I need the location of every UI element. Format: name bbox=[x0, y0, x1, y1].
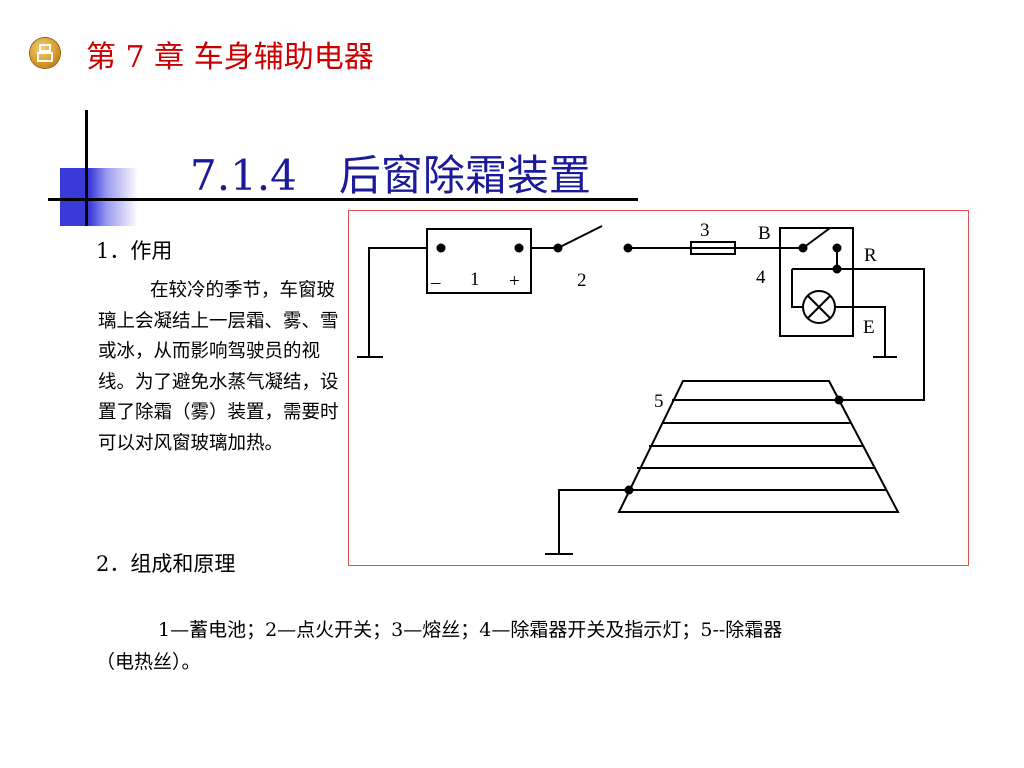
terminal-e-label: E bbox=[863, 317, 875, 338]
battery-minus-label: – bbox=[430, 272, 441, 293]
ignition-number-label: 2 bbox=[577, 270, 587, 291]
battery-ground-wire bbox=[368, 247, 427, 357]
title-deco-vertical-line bbox=[85, 110, 88, 226]
component-legend: 1—蓄电池；2—点火开关；3—熔丝；4—除霜器开关及指示灯；5--除霜器（电热丝… bbox=[96, 614, 816, 678]
title-deco-horizontal-line bbox=[48, 198, 638, 201]
battery-box bbox=[426, 228, 532, 294]
defroster-switch-blade bbox=[802, 227, 831, 249]
battery-number-label: 1 bbox=[470, 269, 480, 290]
purpose-paragraph-text: 在较冷的季节，车窗玻璃上会凝结上一层霜、雾、雪或冰，从而影响驾驶员的视线。为了避… bbox=[98, 280, 339, 454]
fuse-number-label: 3 bbox=[700, 220, 710, 241]
battery-plus-label: + bbox=[509, 271, 520, 292]
lamp-ground-wire bbox=[835, 306, 886, 357]
chapter-title: 第 7 章 车身辅助电器 bbox=[86, 40, 374, 75]
circuit-svg: – 1 + 2 3 B 4 R E 5 bbox=[357, 220, 925, 555]
title-deco-block bbox=[60, 168, 138, 226]
ignition-switch-blade bbox=[557, 225, 603, 249]
chapter-badge-icon bbox=[30, 38, 60, 68]
purpose-paragraph: 在较冷的季节，车窗玻璃上会凝结上一层霜、雾、雪或冰，从而影响驾驶员的视线。为了避… bbox=[98, 276, 350, 460]
switch-to-defroster-wire bbox=[792, 268, 925, 401]
section-title: 7.1.4 后窗除霜装置 bbox=[190, 151, 591, 200]
switch-number-label: 4 bbox=[756, 267, 766, 288]
defroster-circuit-diagram: – 1 + 2 3 B 4 R E 5 bbox=[348, 210, 969, 566]
defroster-number-label: 5 bbox=[654, 391, 664, 412]
terminal-b-label: B bbox=[758, 223, 771, 244]
composition-heading: 2．组成和原理 bbox=[96, 552, 236, 576]
component-legend-text: 1—蓄电池；2—点火开关；3—熔丝；4—除霜器开关及指示灯；5--除霜器（电热丝… bbox=[96, 619, 783, 673]
defroster-switch-box bbox=[779, 227, 854, 337]
terminal-r-label: R bbox=[864, 245, 877, 266]
purpose-heading: 1．作用 bbox=[96, 239, 173, 263]
defroster-ground-wire bbox=[558, 489, 629, 554]
